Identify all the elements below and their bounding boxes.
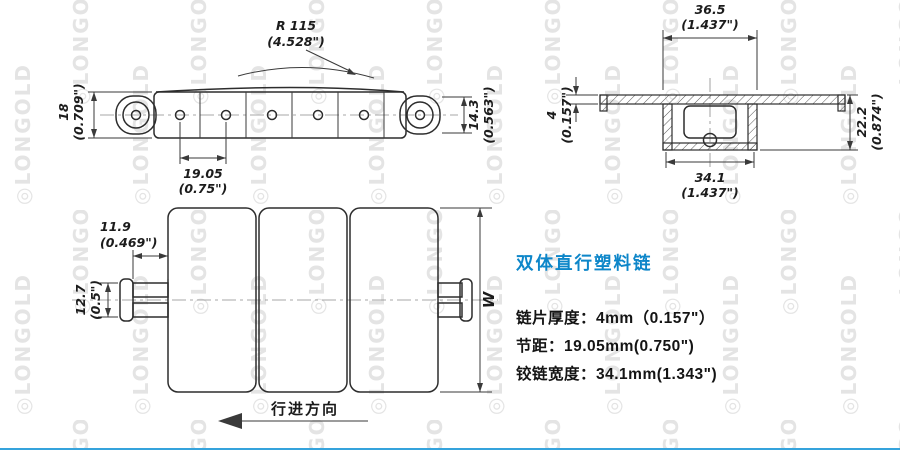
dim-channel-top: 36.5 <box>695 2 726 17</box>
end-link-right <box>399 95 441 135</box>
dim-hinge-width: 34.1 <box>695 170 726 185</box>
plan-hinge-bar-left-2 <box>132 302 169 318</box>
dim-thickness: 4 <box>544 111 559 121</box>
direction-label: 行进方向 <box>270 400 339 418</box>
side-view: R 115 (4.528") 18 (0.709") 14.3 (0.563") <box>56 18 496 196</box>
section-view: 36.5 (1.437") 4 (0.157") 22.2 (0.874") <box>544 2 884 200</box>
section-top-plate <box>599 94 846 105</box>
dim-overall-height: 22.2 <box>854 107 869 138</box>
dim-height-left-inch: (0.709") <box>71 83 86 140</box>
dim-height-left: 18 <box>56 103 71 121</box>
chain-plates <box>153 91 407 139</box>
plan-hinge-cap-right <box>459 278 473 322</box>
bottom-accent-bar <box>0 448 900 450</box>
dim-pitch: 19.05 <box>183 166 223 181</box>
dim-height-right-inch: (0.563") <box>481 86 496 143</box>
end-link-left <box>115 95 157 135</box>
radius-arc <box>237 67 375 79</box>
dim-belt-width: W <box>480 290 498 308</box>
section-pin <box>702 132 718 148</box>
spec-line-thickness: 链片厚度：4mm（0.157"） <box>516 310 715 327</box>
spec-line-pitch: 节距：19.05mm(0.750") <box>516 338 695 355</box>
dim-hinge-pitch: 12.7 <box>73 284 88 315</box>
dim-radius-inch: (4.528") <box>267 34 324 49</box>
plan-plate-2 <box>258 207 348 393</box>
plan-plate-1 <box>167 207 257 393</box>
section-hinge-block <box>683 105 737 139</box>
spec-line-hinge-width: 铰链宽度：34.1mm(1.343") <box>516 366 718 383</box>
dim-hinge-offset-inch: (0.469") <box>100 235 157 250</box>
dim-radius: R 115 <box>276 18 316 33</box>
direction-arrow <box>218 413 242 429</box>
plan-hinge-bar-left-1 <box>132 282 169 298</box>
plan-hinge-cap-left <box>119 278 134 322</box>
dim-hinge-offset: 11.9 <box>100 219 131 234</box>
radius-leader-arrow <box>347 68 356 75</box>
chain-top-arc <box>155 86 405 93</box>
dim-overall-height-inch: (0.874") <box>869 93 884 150</box>
dim-hinge-width-inch: (1.437") <box>681 185 738 200</box>
dim-thickness-inch: (0.157") <box>559 86 574 143</box>
spec-panel: 双体直行塑料链 链片厚度：4mm（0.157"） 节距：19.05mm(0.75… <box>516 250 888 389</box>
specs-title: 双体直行塑料链 <box>516 253 653 273</box>
dim-pitch-inch: (0.75") <box>179 181 228 196</box>
dim-height-right: 14.3 <box>466 100 481 131</box>
plan-hinge-bar-right-1 <box>437 282 463 298</box>
plan-plate-3 <box>349 207 439 393</box>
plan-hinge-bar-right-2 <box>437 302 463 318</box>
dim-hinge-pitch-inch: (0.5") <box>88 280 103 320</box>
plan-view: 11.9 (0.469") 12.7 (0.5") W 行进方向 <box>72 207 498 429</box>
dim-channel-top-inch: (1.437") <box>681 17 738 32</box>
